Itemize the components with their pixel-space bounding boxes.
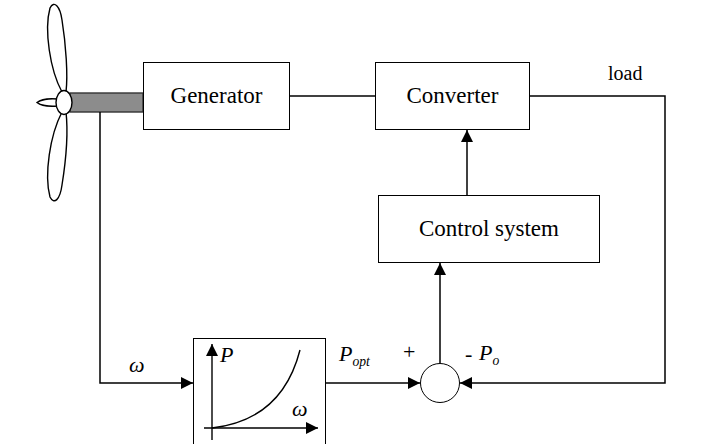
- characteristic-box: Pω: [193, 338, 326, 444]
- turbine-shaft: [70, 93, 143, 112]
- converter-box: Converter: [375, 62, 530, 130]
- turbine-hub: [56, 91, 72, 115]
- sign: -: [465, 341, 472, 366]
- box-label: Control system: [419, 216, 559, 242]
- summing-junction: +-: [420, 363, 460, 403]
- signal-arrow: [439, 263, 441, 363]
- sign: +: [403, 339, 415, 364]
- axis-label: P: [220, 342, 233, 367]
- speed-signal-line: [100, 112, 193, 383]
- signal-label: Popt: [338, 341, 371, 369]
- signal-label: Po: [478, 340, 500, 368]
- control-box: Control system: [378, 195, 600, 263]
- signal-arrow: [326, 382, 420, 384]
- load-label: load: [607, 62, 643, 85]
- plot-axis: [211, 344, 212, 440]
- turbine-blade: [48, 4, 67, 92]
- wind-turbine: [37, 4, 143, 200]
- plot-axis: [204, 427, 318, 428]
- turbine-blade: [48, 112, 67, 201]
- turbine-blade: [37, 99, 58, 107]
- generator-box: Generator: [143, 62, 290, 130]
- axis-label: ω: [292, 396, 308, 421]
- connector-line: [290, 95, 375, 97]
- box-label: Generator: [171, 83, 263, 109]
- signal-arrow: [466, 130, 468, 195]
- speed-label: ω: [128, 352, 146, 377]
- box-label: Converter: [407, 83, 499, 109]
